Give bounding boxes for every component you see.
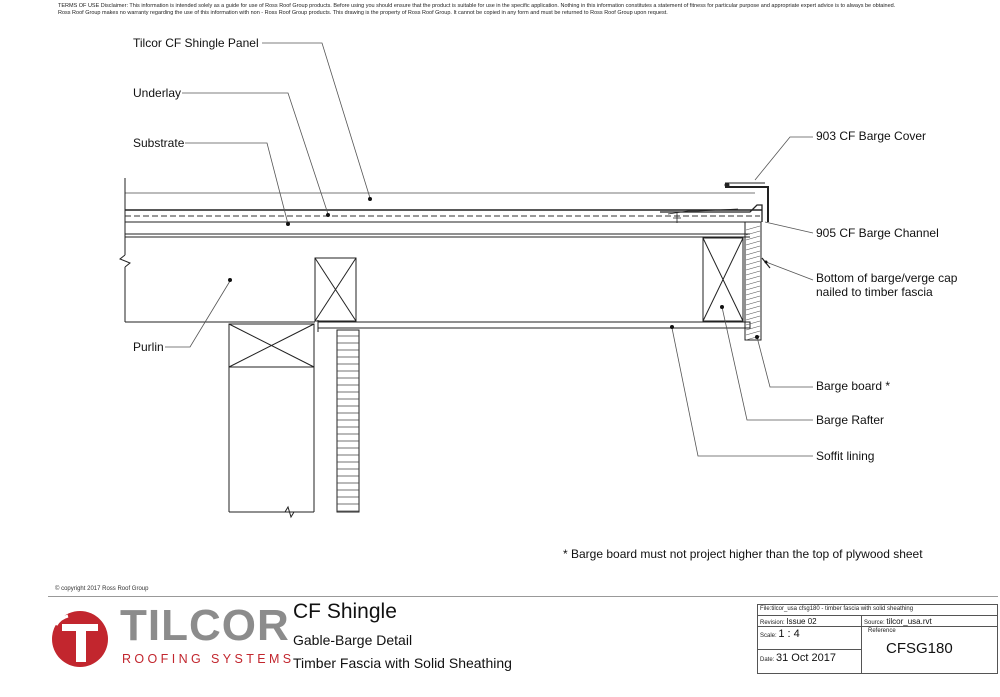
label-bottom-cap-line2: nailed to timber fascia xyxy=(816,285,933,299)
fascia-hatch xyxy=(745,320,761,326)
fascia-hatch xyxy=(745,255,761,261)
logo-tagline: ROOFING SYSTEMS xyxy=(122,652,295,666)
brick-wall xyxy=(336,329,360,513)
fascia-hatch xyxy=(745,300,761,306)
fascia-hatch xyxy=(745,275,761,281)
label-bottom-cap-line1: Bottom of barge/verge cap xyxy=(816,271,958,285)
reference-label: Reference xyxy=(868,628,896,634)
timber-block-lower xyxy=(228,323,315,519)
disclaimer: TERMS OF USE Disclaimer: This informatio… xyxy=(58,3,998,17)
date-label: Date: xyxy=(760,657,775,663)
label-underlay: Underlay xyxy=(133,86,181,100)
source-cell: Source: tilcor_usa.rvt xyxy=(862,616,997,627)
disclaimer-line-1: TERMS OF USE Disclaimer: This informatio… xyxy=(58,3,896,9)
fascia-hatch xyxy=(745,310,761,316)
soffit-lining xyxy=(317,320,751,332)
barge-rafter xyxy=(702,237,744,322)
label-barge-rafter: Barge Rafter xyxy=(816,413,884,427)
logo-wordmark: TILCOR xyxy=(120,601,290,650)
label-purlin: Purlin xyxy=(133,340,164,354)
scale-cell: Scale: 1 : 4 xyxy=(758,627,862,650)
fascia-hatch xyxy=(745,325,761,331)
tilcor-logo-mark xyxy=(52,611,108,667)
drawing-title: CF Shingle xyxy=(293,600,397,623)
scale-label: Scale: xyxy=(760,633,777,639)
scale-value: 1 : 4 xyxy=(778,628,800,640)
file-label: File: xyxy=(760,606,772,612)
fascia-hatch xyxy=(745,270,761,276)
title-block: File:tilcor_usa cfsg180 - timber fascia … xyxy=(757,604,998,674)
fascia-hatch xyxy=(745,265,761,271)
copyright-text: © copyright 2017 Ross Roof Group xyxy=(55,586,149,592)
break-line-left xyxy=(119,178,131,322)
revision-value: Issue 02 xyxy=(786,617,817,626)
barge-cover xyxy=(725,186,769,222)
label-barge-board: Barge board * xyxy=(816,379,890,393)
label-barge-channel: 905 CF Barge Channel xyxy=(816,226,939,240)
barge-board xyxy=(744,221,762,341)
fascia-hatch xyxy=(745,230,761,236)
leader-lines xyxy=(165,42,814,457)
date-value: 31 Oct 2017 xyxy=(776,652,836,664)
label-substrate: Substrate xyxy=(133,136,185,150)
drawing-subtitle-2: Timber Fascia with Solid Sheathing xyxy=(293,655,512,671)
fascia-hatch xyxy=(745,250,761,256)
label-shingle-panel: Tilcor CF Shingle Panel xyxy=(133,36,259,50)
fascia-hatch xyxy=(745,315,761,321)
timber-block-upper xyxy=(314,257,357,322)
shingle-panel xyxy=(125,192,762,211)
file-cell: File:tilcor_usa cfsg180 - timber fascia … xyxy=(758,605,997,616)
label-soffit-lining: Soffit lining xyxy=(816,449,874,463)
revision-cell: Revision: Issue 02 xyxy=(758,616,862,627)
fascia-hatch xyxy=(745,290,761,296)
fascia-hatch xyxy=(745,305,761,311)
fascia-hatch xyxy=(745,330,761,336)
reference-cell: Reference CFSG180 xyxy=(862,627,997,673)
substrate-sheet xyxy=(125,221,760,238)
fascia-hatch xyxy=(745,245,761,251)
barge-board-note: * Barge board must not project higher th… xyxy=(563,547,923,561)
fascia-hatch xyxy=(745,280,761,286)
fascia-hatch xyxy=(745,225,761,231)
barge-channel xyxy=(660,204,763,222)
label-barge-cover: 903 CF Barge Cover xyxy=(816,129,926,143)
reference-value: CFSG180 xyxy=(886,640,953,657)
revision-label: Revision: xyxy=(760,620,785,626)
fascia-hatch xyxy=(745,260,761,266)
fascia-hatch xyxy=(745,235,761,241)
fascia-hatch xyxy=(745,240,761,246)
source-label: Source: xyxy=(864,620,885,626)
source-value: tilcor_usa.rvt xyxy=(886,617,932,626)
title-divider xyxy=(48,596,998,597)
file-value: tilcor_usa cfsg180 - timber fascia with … xyxy=(771,606,914,612)
disclaimer-line-2: Ross Roof Group makes no warranty regard… xyxy=(58,10,668,16)
fascia-hatch xyxy=(745,285,761,291)
drawing-subtitle-1: Gable-Barge Detail xyxy=(293,632,413,648)
date-cell: Date: 31 Oct 2017 xyxy=(758,650,862,673)
fascia-hatch xyxy=(745,295,761,301)
